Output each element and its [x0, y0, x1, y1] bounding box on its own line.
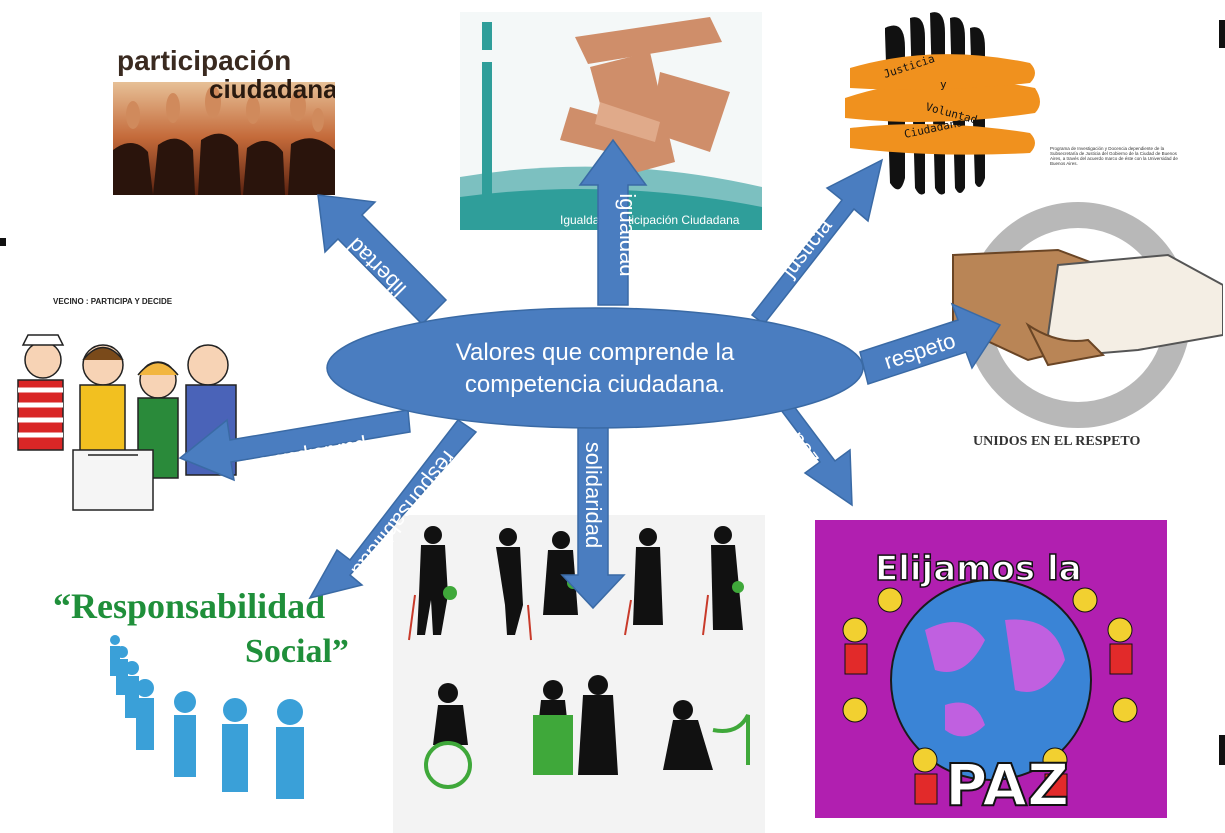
arrow-solidaridad	[560, 409, 626, 610]
crowd-hands-illustration: participación ciudadana	[113, 40, 335, 195]
justicia-label: justicia	[775, 213, 837, 283]
paz-bottom-title: PAZ	[945, 751, 1069, 818]
people-chain-illustration: “Responsabilidad Social”	[50, 580, 365, 820]
justicia-logo-illustration: Justicia y Voluntad Ciudadana Programa d…	[845, 8, 1185, 198]
participacion-ciudadana-image: participación ciudadana	[113, 40, 335, 195]
center-text-line2: competencia ciudadana.	[465, 371, 725, 398]
justicia-logo-image: Justicia y Voluntad Ciudadana Programa d…	[845, 8, 1185, 198]
arrow-igualdad	[578, 138, 648, 306]
solidaridad-label: solidaridad	[581, 442, 606, 548]
responsabilidad-image: “Responsabilidad Social”	[50, 580, 365, 820]
paz-children-globe-illustration: Elijamos la PAZ	[815, 520, 1167, 818]
arrow-libertad	[317, 194, 448, 326]
paz-top-title: Elijamos la	[875, 549, 1082, 589]
vecino-caption: VECINO : PARTICIPA Y DECIDE	[53, 297, 173, 306]
igualdad-label: igualdad	[615, 193, 640, 276]
justicia-side-text: Programa de Investigación y Docencia dep…	[1050, 146, 1178, 166]
center-text-line1: Valores que comprende la	[456, 339, 735, 366]
solidaridad-image	[393, 515, 765, 833]
edge-mark	[1219, 735, 1225, 765]
edge-mark	[1219, 20, 1225, 48]
ciudadana-title: ciudadana	[209, 74, 335, 104]
edge-mark	[0, 238, 6, 246]
arrow-participacion	[178, 409, 411, 482]
elderly-silhouettes-illustration	[393, 515, 765, 833]
social-title: Social”	[245, 633, 349, 670]
responsabilidad-label: responsabilidad	[347, 446, 462, 583]
center-ellipse	[326, 307, 864, 429]
arrow-respeto	[859, 302, 1002, 385]
arrow-paz	[773, 400, 853, 507]
y-word: y	[940, 78, 947, 91]
arrow-justicia	[750, 158, 884, 326]
responsabilidad-title: “Responsabilidad	[53, 586, 325, 626]
participacion-title: participación	[117, 45, 291, 76]
paz-image: Elijamos la PAZ	[815, 520, 1167, 818]
arrow-responsabilidad	[308, 418, 478, 600]
respeto-caption: UNIDOS EN EL RESPETO	[973, 434, 1141, 449]
